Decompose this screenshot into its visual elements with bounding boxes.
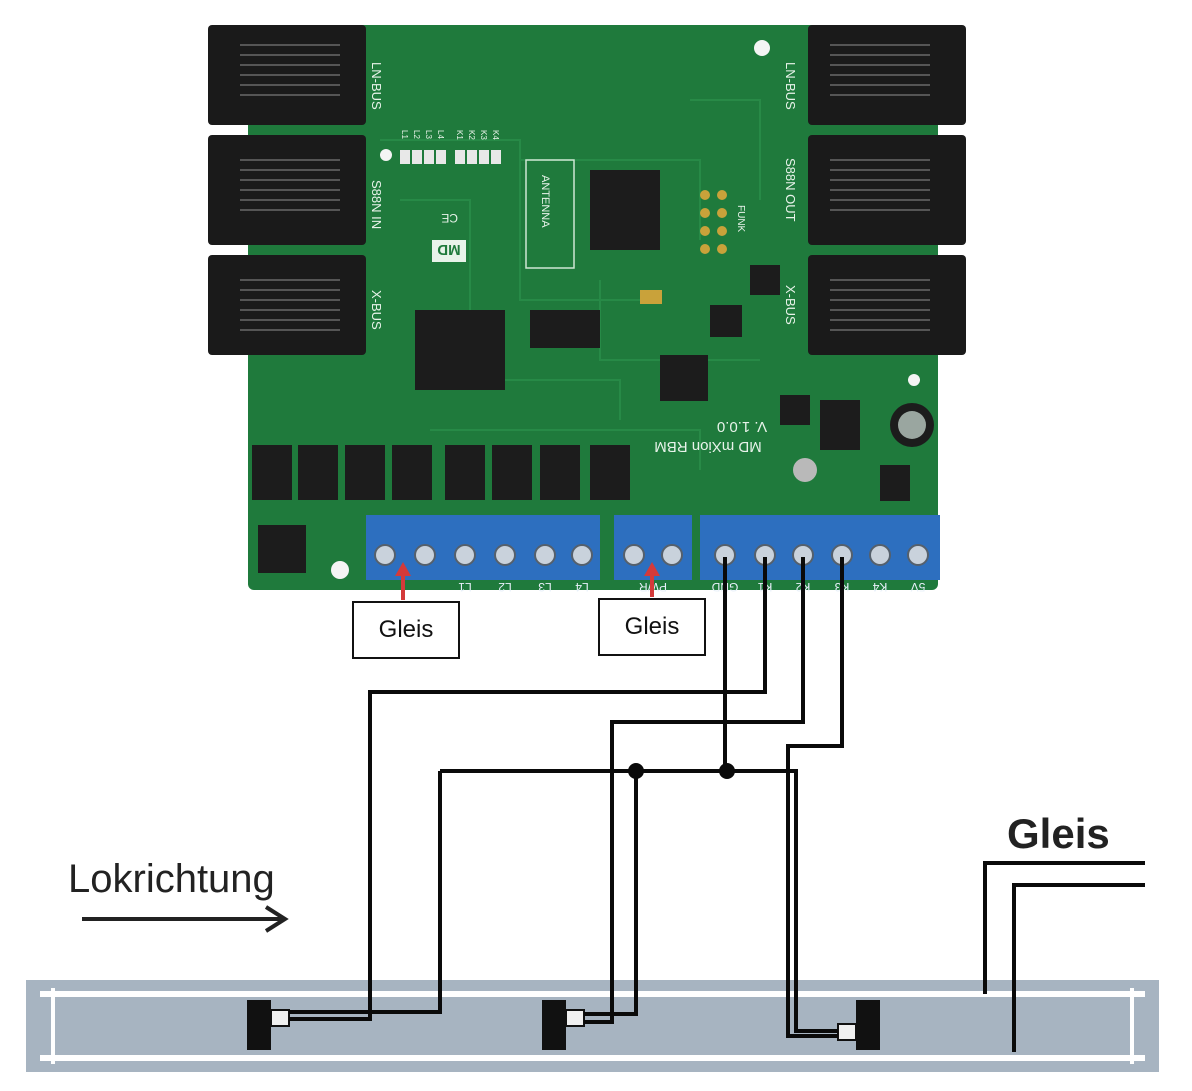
status-leds xyxy=(400,150,501,164)
junction-dot-1 xyxy=(628,763,644,779)
terminal-label-l4: L4 xyxy=(575,580,589,594)
callout-gleis-middle-text: Gleis xyxy=(624,613,680,640)
wire-k1 xyxy=(289,557,767,1021)
led-label-k3: K3 xyxy=(479,130,488,140)
capacitor xyxy=(793,403,934,482)
wire-k2 xyxy=(584,557,805,1024)
silk-x-bus-right: X-BUS xyxy=(783,285,798,325)
funk-label: FUNK xyxy=(735,205,746,233)
terminal-label-5v: 5V xyxy=(911,580,926,594)
led-label-l1: L1 xyxy=(400,130,409,139)
board-name-silk: MD mXion RBM xyxy=(654,438,762,455)
led-label-l2: L2 xyxy=(412,130,421,139)
silk-ln-bus-left: LN-BUS xyxy=(369,62,384,110)
rj-connector-left-2 xyxy=(208,135,366,245)
arrow-middle-icon xyxy=(644,562,660,597)
led-label-l3: L3 xyxy=(424,130,433,139)
wire-k3 xyxy=(786,557,844,1038)
sensor-3 xyxy=(837,1000,880,1050)
callout-gleis-left: Gleis xyxy=(352,601,460,659)
wire-gnd-bus xyxy=(440,769,838,1033)
rj-connector-left-1 xyxy=(208,25,366,125)
radio-chip xyxy=(590,170,660,250)
silk-x-bus-left: X-BUS xyxy=(369,290,384,330)
led-label-k1: K1 xyxy=(455,130,464,140)
led-label-k2: K2 xyxy=(467,130,476,140)
mosfet-row xyxy=(252,445,630,500)
track-title: Gleis xyxy=(1007,810,1110,857)
terminal-label-l2: L2 xyxy=(498,580,512,594)
antenna-area xyxy=(525,159,575,269)
direction-label: Lokrichtung xyxy=(68,857,275,901)
sensor-2 xyxy=(542,1000,585,1050)
wire-gnd-sensor2 xyxy=(584,771,638,1016)
direction-arrow-icon xyxy=(82,905,289,933)
silk-s88n-in: S88N IN xyxy=(369,180,384,229)
pin-header xyxy=(700,190,727,254)
terminal-label-l1: L1 xyxy=(458,580,472,594)
rj-connector-right-2 xyxy=(808,135,966,245)
rj-connector-left-3 xyxy=(208,255,366,355)
silk-s88n-out: S88N OUT xyxy=(783,158,798,222)
arrow-left-icon xyxy=(395,562,411,600)
board-version-silk: V. 1.0.0 xyxy=(717,418,767,435)
junction-dot-2 xyxy=(719,763,735,779)
small-components xyxy=(530,265,910,501)
wire-gnd-sensor1 xyxy=(289,771,442,1014)
regulator xyxy=(258,525,306,573)
md-logo xyxy=(432,240,466,262)
led-label-k4: K4 xyxy=(491,130,500,140)
rj-connector-right-3 xyxy=(808,255,966,355)
callout-gleis-middle: Gleis xyxy=(598,598,706,656)
terminal-label-l3: L3 xyxy=(538,580,552,594)
terminal-block-right xyxy=(700,515,940,580)
wire-track-2 xyxy=(1012,883,1145,1052)
rj-connector-right-1 xyxy=(808,25,966,125)
ce-mark: CE xyxy=(441,211,458,225)
silk-ln-bus-right: LN-BUS xyxy=(783,62,798,110)
md-logo-text: MD xyxy=(437,241,460,258)
terminal-label-k4: K4 xyxy=(872,580,887,594)
led-label-l4: L4 xyxy=(436,130,445,139)
mcu-chip xyxy=(415,310,505,390)
track-bed xyxy=(26,980,1159,1072)
wires xyxy=(289,557,1145,1052)
antenna-label: ANTENNA xyxy=(539,175,551,228)
wire-track-1 xyxy=(983,861,1145,994)
sensor-1 xyxy=(247,1000,290,1050)
callout-gleis-left-text: Gleis xyxy=(378,616,434,643)
